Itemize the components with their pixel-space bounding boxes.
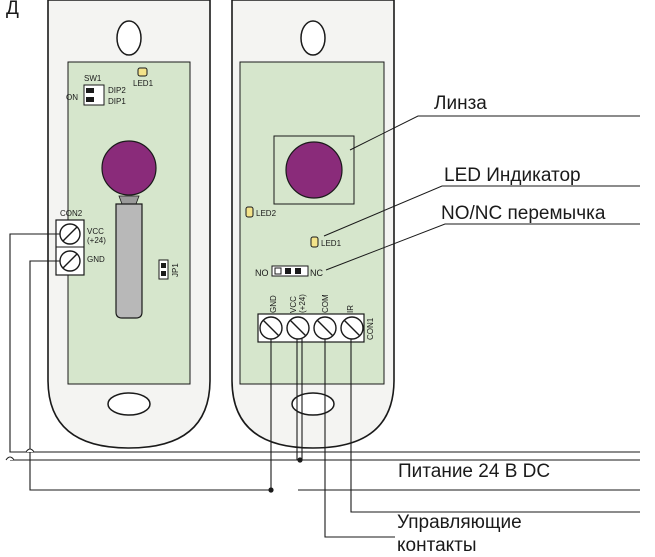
sw1-label: SW1: [84, 74, 102, 83]
led2: [245, 206, 254, 218]
crossing-arc-1: [25, 448, 35, 453]
con1-label: CON1: [366, 317, 375, 340]
right-device: LED2 LED1 NO NC GND VCC (+24) COM IR CON…: [231, 0, 395, 449]
dip1-label: DIP1: [108, 97, 126, 106]
term-ir-label: IR: [346, 305, 355, 313]
wire-left-gnd: [29, 260, 270, 491]
junction-vcc: [297, 457, 303, 463]
wire-crossing-arcs: [5, 448, 35, 461]
on-label: ON: [66, 93, 78, 102]
right-top-mount-hole: [300, 20, 326, 56]
wire-com-drop: [324, 339, 395, 538]
term-gnd-label: GND: [269, 295, 278, 313]
wire-left-vcc: [9, 233, 60, 453]
dip1-slider: [86, 97, 94, 102]
con2-plus24-label: (+24): [87, 236, 106, 245]
sensor-neck: [118, 195, 140, 205]
led-leader: [323, 185, 640, 237]
left-led1-label: LED1: [133, 79, 154, 88]
left-bottom-mount-hole: [107, 392, 151, 416]
dip2-label: DIP2: [108, 86, 126, 95]
wire-junctions: [268, 457, 303, 493]
left-top-mount-hole: [116, 20, 142, 56]
con2-vcc-label: VCC: [87, 227, 104, 236]
wire-ir-drop: [350, 339, 640, 513]
callout-lens: Линза: [434, 93, 487, 114]
jp1-body: [158, 259, 169, 280]
wiring: [9, 233, 640, 538]
callout-no-nc-jumper: NO/NC перемычка: [441, 203, 606, 224]
con2-gnd-label: GND: [87, 255, 105, 264]
callout-control-line2: контакты: [397, 535, 477, 556]
right-bottom-mount-hole: [291, 392, 335, 416]
con2-label: CON2: [60, 209, 83, 218]
junction-gnd: [268, 487, 274, 493]
left-led1: [137, 67, 148, 77]
lens-frame: [273, 135, 355, 205]
left-device: LED1 SW1 ON DIP2 DIP1 CON2 VCC (+24) GND…: [47, 0, 211, 449]
callout-leaders: [323, 115, 640, 271]
dip2-slider: [86, 88, 94, 93]
crossing-arc-2: [5, 456, 15, 461]
nc-label: NC: [310, 268, 323, 278]
term-vcc-label: VCC: [289, 296, 298, 313]
battery: [115, 203, 143, 319]
led2-label: LED2: [256, 209, 277, 218]
left-lens: [101, 140, 157, 196]
term-com-label: COM: [321, 294, 330, 313]
callout-control-line1: Управляющие: [397, 512, 522, 533]
term-plus24-label: (+24): [298, 294, 307, 313]
lens-leader: [349, 115, 640, 151]
callout-led-indicator: LED Индикатор: [444, 165, 581, 186]
callout-power: Питание 24 В DC: [398, 461, 550, 482]
jumper-leader: [325, 223, 640, 271]
right-led1: [310, 236, 319, 248]
con1-screws: [259, 316, 364, 340]
corner-mark: Д: [6, 0, 19, 19]
no-label: NO: [255, 268, 269, 278]
right-led1-label: LED1: [321, 239, 342, 248]
jp1-label: JP1: [171, 263, 180, 277]
right-lens: [285, 141, 343, 199]
